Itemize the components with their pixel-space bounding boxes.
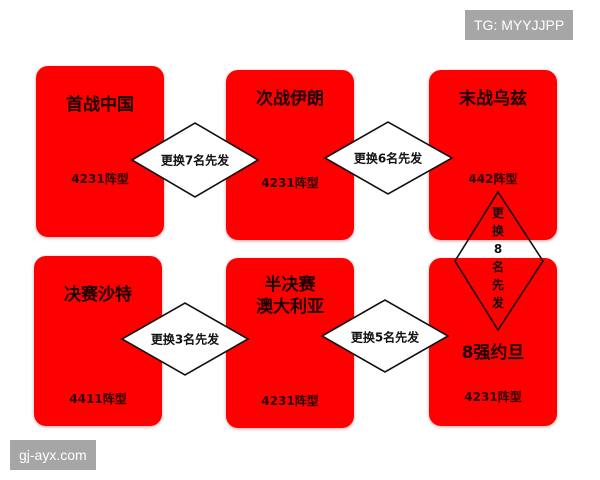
- card-formation: 4231阵型: [464, 390, 522, 404]
- card-title: 半决赛 澳大利亚: [256, 275, 324, 317]
- transition-label-1: 更换7名先发: [160, 153, 230, 168]
- transition-label-3: 更换8名先发: [491, 206, 504, 310]
- transition-label-2: 更换6名先发: [353, 151, 423, 166]
- card-formation: 4231阵型: [261, 394, 319, 408]
- card-formation: 4411阵型: [69, 392, 127, 406]
- card-title: 次战伊朗: [256, 89, 324, 109]
- card-title: 8强约旦: [461, 343, 525, 363]
- card-first-match-china: 首战中国 4231阵型: [36, 66, 164, 237]
- card-semifinal-australia: 半决赛 澳大利亚 4231阵型: [226, 258, 354, 428]
- card-final-saudi-arabia: 决赛沙特 4411阵型: [34, 256, 162, 426]
- card-title: 首战中国: [66, 95, 134, 115]
- watermark-top-right: TG: MYYJJPP: [465, 10, 574, 40]
- card-second-match-iran: 次战伊朗 4231阵型: [226, 70, 354, 240]
- transition-label-5: 更换3名先发: [150, 332, 220, 347]
- transition-label-4: 更换5名先发: [350, 330, 420, 345]
- card-formation: 442阵型: [468, 172, 518, 186]
- card-formation: 4231阵型: [71, 172, 129, 186]
- card-formation: 4231阵型: [261, 176, 319, 190]
- watermark-bottom-left: gj-ayx.com: [10, 440, 96, 470]
- card-title: 末战乌兹: [459, 89, 527, 109]
- card-title: 决赛沙特: [64, 285, 132, 305]
